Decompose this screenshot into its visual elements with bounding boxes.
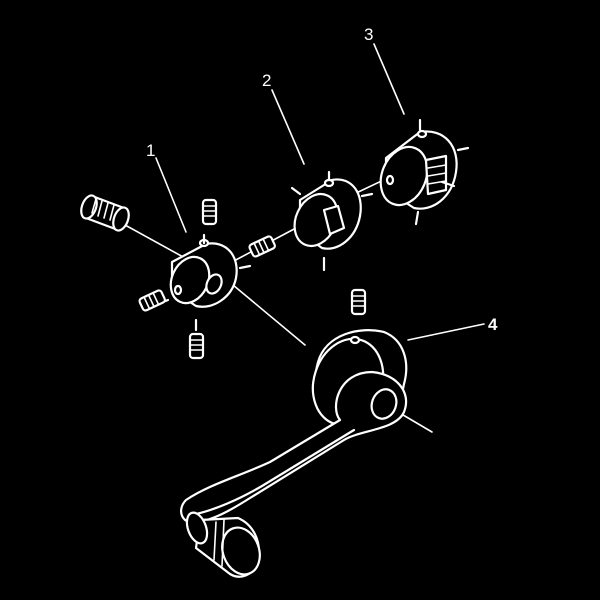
set-screw-right (248, 235, 276, 258)
collar-part-3 (379, 118, 470, 226)
callout-leaders (155, 43, 485, 341)
collar-part-2 (290, 170, 374, 272)
spline-shaft (80, 194, 130, 232)
callout-label-3: 3 (364, 25, 373, 44)
set-screw-bottom (188, 332, 205, 360)
callout-label-4: 4 (488, 315, 498, 334)
callout-label-2: 2 (262, 71, 271, 90)
set-screw-top (201, 198, 218, 226)
set-screw-left (138, 289, 166, 312)
collar-part-1 (156, 233, 252, 332)
crank-handle-part-4 (180, 288, 408, 578)
callout-label-1: 1 (146, 141, 155, 160)
